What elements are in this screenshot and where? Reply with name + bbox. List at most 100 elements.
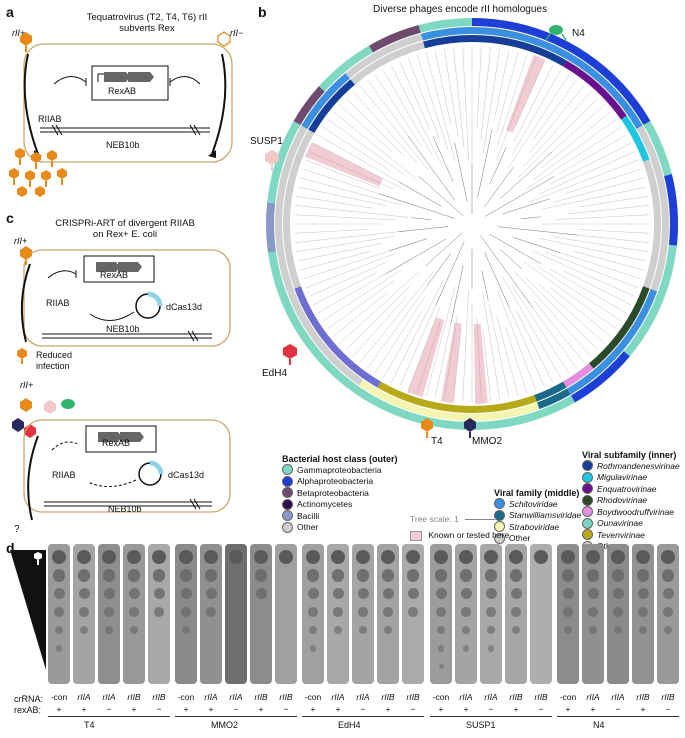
tree-branch	[359, 271, 434, 363]
panel-c-title-line2: on Rex+ E. coli	[92, 229, 158, 240]
plaque-spot	[437, 626, 445, 634]
tree-branch	[497, 54, 528, 147]
plaque-plate	[557, 544, 579, 684]
crrna-label: rIIA	[77, 692, 91, 702]
tree-branch	[322, 269, 403, 322]
tree-branch	[567, 205, 650, 215]
crrna-label: rIIB	[381, 692, 395, 702]
subfamily-ring-segment	[377, 381, 537, 413]
tree-clade	[499, 248, 522, 270]
tree-branch	[524, 126, 622, 190]
tree-branch	[462, 46, 469, 162]
plaque-spot	[509, 550, 523, 564]
plaque-spot	[663, 607, 673, 617]
tree-branch	[476, 46, 482, 128]
rexab-label: +	[590, 704, 596, 714]
legend-swatch	[282, 510, 293, 522]
panel-a-riiab: RIIAB	[38, 114, 62, 124]
tree-clade	[500, 151, 553, 199]
legend-item: Migulavirinae	[582, 471, 682, 484]
highlight-wedge	[305, 142, 383, 187]
tree-branch	[494, 49, 510, 119]
legend-item: Bacilli	[282, 510, 432, 522]
legend-label: Boydwoodruffvirinae	[597, 506, 675, 517]
tree-branch	[297, 186, 386, 206]
phage-label-edh4: EdH4	[262, 368, 288, 379]
group-underline	[48, 716, 170, 717]
legend-swatch	[494, 509, 505, 521]
tree-branch	[573, 251, 644, 271]
tree-branch	[533, 79, 577, 140]
dna-right-arc	[211, 53, 227, 155]
plaque-spot	[332, 588, 344, 599]
tree-branch	[305, 160, 380, 189]
plaque-spot	[77, 569, 91, 582]
crrna-label: -con	[177, 692, 195, 702]
crrna-label: rIIB	[279, 692, 293, 702]
tree-branch	[532, 250, 635, 297]
plaque-spot	[356, 569, 370, 582]
tree-branch	[309, 262, 387, 297]
phage-group-name: MMO2	[211, 720, 238, 730]
tree-branch	[496, 57, 536, 160]
plaque-spot	[127, 550, 141, 564]
legend-label: Schitoviridae	[509, 498, 558, 509]
family-ring-segment	[345, 33, 423, 79]
subfamily-ring-segment	[472, 35, 567, 67]
legend-item: Ounavirinae	[582, 517, 682, 530]
plaque-spot	[357, 588, 369, 599]
panel-a-letter: a	[6, 4, 14, 20]
rexab-label: +	[81, 704, 87, 714]
panel-c-title-line1: CRISPRi-ART of divergent RIIAB	[55, 218, 195, 229]
plaque-plate	[530, 544, 552, 684]
plaque-spot	[381, 550, 395, 564]
subfamily-ring-segment	[423, 35, 472, 49]
crrna-label: rIIB	[127, 692, 141, 702]
host-ring-segment	[369, 25, 421, 53]
plaque-spot	[462, 626, 470, 634]
panel-c-rii-plus2: rII+	[20, 380, 34, 390]
plaque-plate	[48, 544, 70, 684]
panel-c-neb: NEB10b	[106, 324, 140, 334]
plaque-spot	[487, 645, 495, 652]
legend-label: Actinomycetes	[297, 499, 353, 510]
plaque-spot	[127, 569, 141, 582]
panel-a-rii-minus: rII−	[230, 28, 244, 38]
phage-icon	[20, 246, 32, 265]
crrna-label: rIIB	[636, 692, 650, 702]
plaque-spot	[562, 588, 574, 599]
legend-subfamily: Viral subfamily (inner) Rothmandenesviri…	[582, 450, 682, 552]
plaque-spot	[179, 550, 193, 564]
known-label: Known or tested here	[428, 530, 510, 540]
plaque-spot	[563, 607, 573, 617]
family-ring-segment	[421, 27, 472, 41]
panel-c-riiab2: RIIAB	[52, 470, 76, 480]
legend-host: Bacterial host class (outer) Gammaproteo…	[282, 454, 432, 533]
tree-branch	[367, 79, 410, 139]
plaque-spot	[434, 550, 448, 564]
phage-group-name: T4	[84, 720, 95, 730]
tree-clade	[512, 237, 561, 253]
rexab-label: +	[463, 704, 469, 714]
subfamily-ring-segment	[621, 115, 650, 162]
highlight-wedge	[506, 54, 546, 133]
tree-branch	[408, 307, 441, 391]
plaque-spot	[406, 569, 420, 582]
panel-a-rexab: RexAB	[108, 86, 137, 96]
tree-clade	[398, 181, 442, 207]
plaque-plate	[175, 544, 197, 684]
rexab-label: −	[665, 704, 671, 714]
plaque-plate	[275, 544, 297, 684]
plaque-spot	[462, 645, 470, 652]
tree-branch	[482, 292, 500, 400]
tree-clade	[477, 129, 493, 198]
plaque-spot	[637, 588, 649, 599]
tree-clade	[385, 238, 447, 275]
plaque-spot	[255, 588, 267, 599]
plaque-spot	[586, 569, 600, 582]
plaque-plate	[225, 544, 247, 684]
legend-item: Alphaproteobacteria	[282, 475, 432, 488]
tree-clade	[489, 233, 542, 265]
plaque-spot	[105, 626, 113, 634]
plaque-spot	[459, 550, 473, 564]
